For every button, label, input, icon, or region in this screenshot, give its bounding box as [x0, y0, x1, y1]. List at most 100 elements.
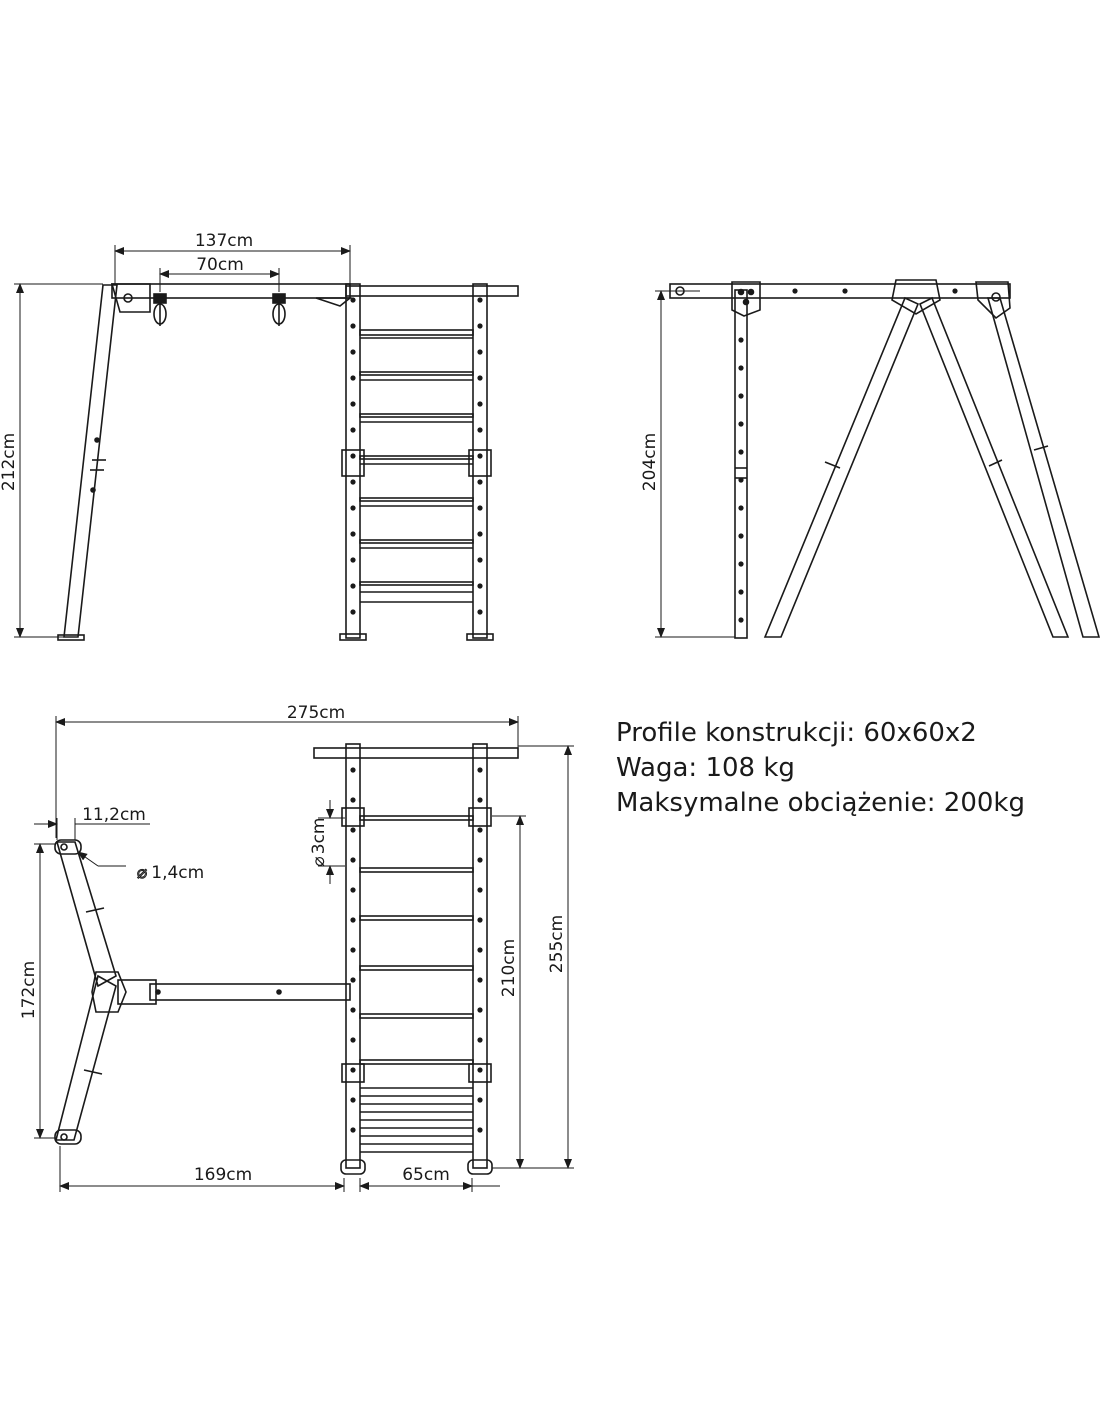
ladder-rung — [359, 867, 474, 873]
bolt — [350, 1127, 356, 1133]
bolt — [792, 288, 798, 294]
top-rungs — [359, 815, 474, 1153]
bolt — [477, 479, 483, 485]
bolt — [477, 427, 483, 433]
bolt — [952, 288, 958, 294]
ladder-rung — [359, 965, 474, 971]
ladder-width-label: 65cm — [402, 1165, 450, 1185]
ladder-length-label: 210cm — [499, 939, 519, 997]
bolt — [477, 297, 483, 303]
overall-depth-label: 255cm — [547, 915, 567, 973]
bolt — [350, 857, 356, 863]
spec-profile: Profile konstrukcji: 60x60x2 — [616, 718, 977, 748]
bolt — [477, 1037, 483, 1043]
bolt — [350, 1067, 356, 1073]
bolt — [350, 917, 356, 923]
specifications: Profile konstrukcji: 60x60x2 Waga: 108 k… — [616, 716, 1086, 821]
bolt — [477, 609, 483, 615]
bolt — [350, 827, 356, 833]
swing-spacing-label: 70cm — [196, 255, 244, 275]
front-height-label: 212cm — [0, 433, 19, 491]
rung-diameter-value: ⌀3cm — [309, 818, 329, 867]
bolt — [738, 561, 744, 567]
bolt — [477, 583, 483, 589]
bolt — [350, 453, 356, 459]
ladder-rung — [359, 1059, 474, 1065]
diameter-icon: ⌀ — [309, 856, 329, 866]
bolt — [350, 609, 356, 615]
bolt — [477, 857, 483, 863]
bolt — [350, 479, 356, 485]
swing-hook-right — [272, 293, 286, 326]
bolt — [477, 887, 483, 893]
front-rungs — [359, 329, 474, 603]
ladder-rung — [359, 413, 474, 418]
ladder-rung — [359, 539, 474, 544]
top-dimensions — [34, 716, 574, 1192]
bolt — [477, 323, 483, 329]
bolt — [738, 421, 744, 427]
spec-max-load: Maksymalne obciążenie: 200kg — [616, 788, 1025, 818]
bolt — [350, 297, 356, 303]
ladder-rung — [359, 497, 474, 502]
front-bolts — [350, 297, 483, 615]
bolt — [350, 505, 356, 511]
bolt — [842, 288, 848, 294]
front-view — [57, 283, 519, 641]
bolt — [350, 401, 356, 407]
bolt — [350, 375, 356, 381]
bolt — [350, 887, 356, 893]
bolt — [477, 947, 483, 953]
bolt — [477, 1097, 483, 1103]
bolt — [477, 767, 483, 773]
diameter-icon: ⌀ — [137, 863, 147, 883]
bolt — [738, 365, 744, 371]
side-dimensions — [655, 290, 735, 638]
bolt — [738, 393, 744, 399]
bolt — [477, 977, 483, 983]
bolt — [350, 767, 356, 773]
bolt — [477, 401, 483, 407]
bolt — [350, 323, 356, 329]
bolt — [350, 947, 356, 953]
bolt — [477, 375, 483, 381]
bolt — [477, 1067, 483, 1073]
side-height-label: 204cm — [640, 433, 660, 491]
bolt — [477, 917, 483, 923]
bolt — [350, 1097, 356, 1103]
bolt — [350, 583, 356, 589]
beam-length-label: 169cm — [194, 1165, 252, 1185]
bolt — [738, 449, 744, 455]
ladder-rung — [359, 581, 474, 586]
top-bolts — [350, 767, 483, 1133]
ladder-rung — [359, 915, 474, 921]
bolt — [477, 531, 483, 537]
bolt — [738, 477, 744, 483]
bolt — [738, 589, 744, 595]
bolt — [738, 533, 744, 539]
bolt — [477, 827, 483, 833]
front-dimensions — [14, 245, 351, 638]
bolt — [350, 531, 356, 537]
bolt — [738, 505, 744, 511]
bolt — [350, 797, 356, 803]
bolt — [477, 1007, 483, 1013]
swing-hook-left — [153, 293, 167, 326]
bolt — [738, 617, 744, 623]
ladder-rung — [359, 371, 474, 376]
leg-spread-label: 172cm — [19, 961, 39, 1019]
bolt — [350, 427, 356, 433]
top-view — [54, 743, 519, 1175]
ladder-rung — [359, 329, 474, 336]
side-view — [669, 279, 1100, 639]
bolt — [477, 453, 483, 459]
bolt — [477, 1127, 483, 1133]
tube-width-label: 11,2cm — [82, 805, 146, 825]
bolt — [350, 1037, 356, 1043]
bolt — [477, 349, 483, 355]
hole-diameter-value: ⌀1,4cm — [137, 863, 204, 883]
side-bolts — [738, 288, 958, 623]
bolt — [350, 557, 356, 563]
ladder-rung — [359, 455, 474, 460]
bolt — [350, 977, 356, 983]
